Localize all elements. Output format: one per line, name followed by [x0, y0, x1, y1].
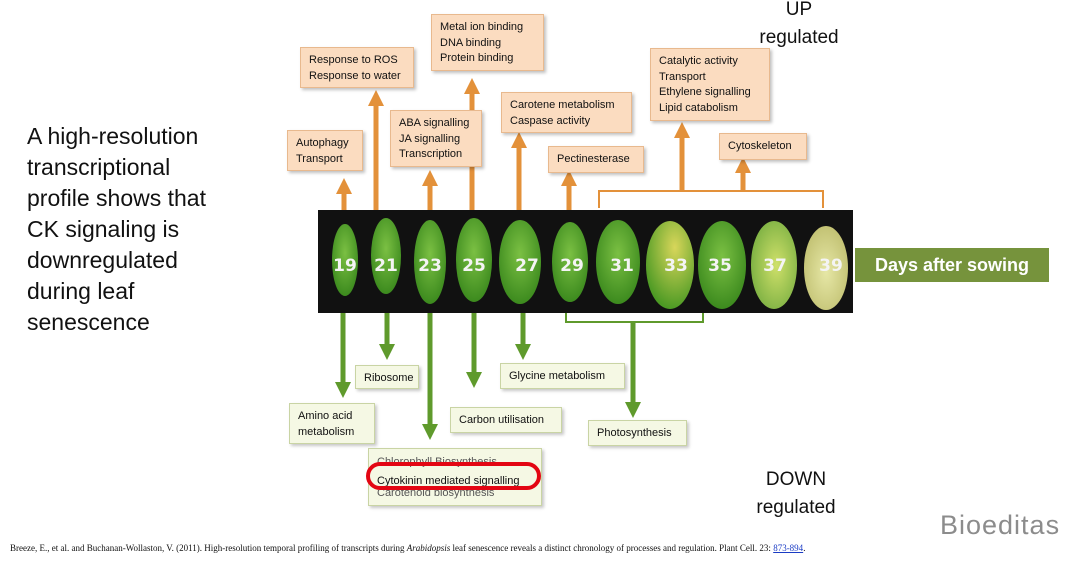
day-label: 19	[333, 256, 357, 276]
box-photosynthesis: Photosynthesis	[588, 420, 687, 446]
citation: Breeze, E., et al. and Buchanan-Wollasto…	[10, 543, 805, 553]
box-ribosome: Ribosome	[355, 365, 419, 389]
leaf-images	[332, 218, 848, 310]
leaf-31	[596, 220, 640, 304]
day-label: 37	[763, 256, 787, 276]
leaf-35	[698, 221, 746, 309]
leaf-25	[456, 218, 492, 302]
down-label-line: DOWN	[765, 469, 827, 490]
day-label: 25	[462, 256, 486, 276]
leaf-19	[332, 224, 358, 296]
day-label: 27	[515, 256, 539, 276]
box-glycine-metabolism: Glycine metabolism	[500, 363, 625, 389]
box-aba-ja-transcription: ABA signalling JA signalling Transcripti…	[390, 110, 482, 167]
up-label-line: UP	[785, 0, 813, 20]
day-label: 31	[610, 256, 634, 276]
up-regulated-label: UP regulated	[739, 0, 859, 52]
citation-species: Arabidopsis	[406, 543, 451, 553]
box-metal-dna-protein: Metal ion binding DNA binding Protein bi…	[431, 14, 544, 71]
title-line: senescence	[27, 309, 150, 335]
citation-text: leaf senescence reveals a distinct chron…	[450, 543, 774, 553]
leaf-29	[552, 222, 588, 302]
day-label: 39	[819, 256, 843, 276]
box-autophagy-transport: Autophagy Transport	[287, 130, 363, 171]
day-label: 21	[374, 256, 398, 276]
leaf-21	[371, 218, 401, 294]
watermark: Bioeditas	[940, 510, 1061, 540]
citation-pages-link[interactable]: 873-894	[773, 543, 804, 553]
leaf-33	[646, 221, 694, 309]
leaf-27	[499, 220, 541, 304]
chlorophyll-text: Chlorophyll Biosynthesis	[377, 456, 497, 467]
day-label: 33	[664, 256, 688, 276]
leaf-23	[414, 220, 446, 304]
leaf-39	[804, 226, 848, 310]
cytokinin-text: Cytokinin mediated signalling	[377, 475, 520, 487]
down-label-line: regulated	[756, 497, 836, 518]
day-label: 23	[418, 256, 442, 276]
box-carbon-utilisation: Carbon utilisation	[450, 407, 562, 433]
title-line: downregulated	[27, 247, 178, 273]
up-bracket	[598, 190, 824, 208]
down-regulated-label: DOWN regulated	[736, 466, 856, 522]
citation-end: .	[803, 543, 806, 553]
box-chlorophyll-cytokinin-carotenoid: Chlorophyll Biosynthesis Cytokinin media…	[368, 448, 542, 506]
title-line: profile shows that	[27, 185, 206, 211]
carotenoid-text: Carotenoid biosynthesis	[377, 489, 495, 499]
box-cytoskeleton: Cytoskeleton	[719, 133, 807, 160]
box-carotene-caspase: Carotene metabolism Caspase activity	[501, 92, 632, 133]
leaf-strip	[318, 210, 853, 313]
cytokinin-highlight-ring	[366, 462, 541, 490]
box-catalytic-ethylene: Catalytic activity Transport Ethylene si…	[650, 48, 770, 121]
leaf-37	[751, 221, 797, 309]
down-bracket	[565, 313, 704, 323]
citation-text: Breeze, E., et al. and Buchanan-Wollasto…	[10, 543, 407, 553]
day-label: 29	[560, 256, 584, 276]
box-pectinesterase: Pectinesterase	[548, 146, 644, 173]
title-line: during leaf	[27, 278, 135, 304]
days-after-sowing-banner: Days after sowing	[855, 248, 1049, 282]
up-label-line: regulated	[759, 27, 839, 48]
title-line: A high-resolution	[27, 123, 199, 149]
title-line: transcriptional	[27, 154, 171, 180]
box-amino-acid-metabolism: Amino acid metabolism	[289, 403, 375, 444]
day-label: 35	[708, 256, 732, 276]
box-response-ros-water: Response to ROS Response to water	[300, 47, 414, 88]
title-line: CK signaling is	[27, 216, 180, 242]
